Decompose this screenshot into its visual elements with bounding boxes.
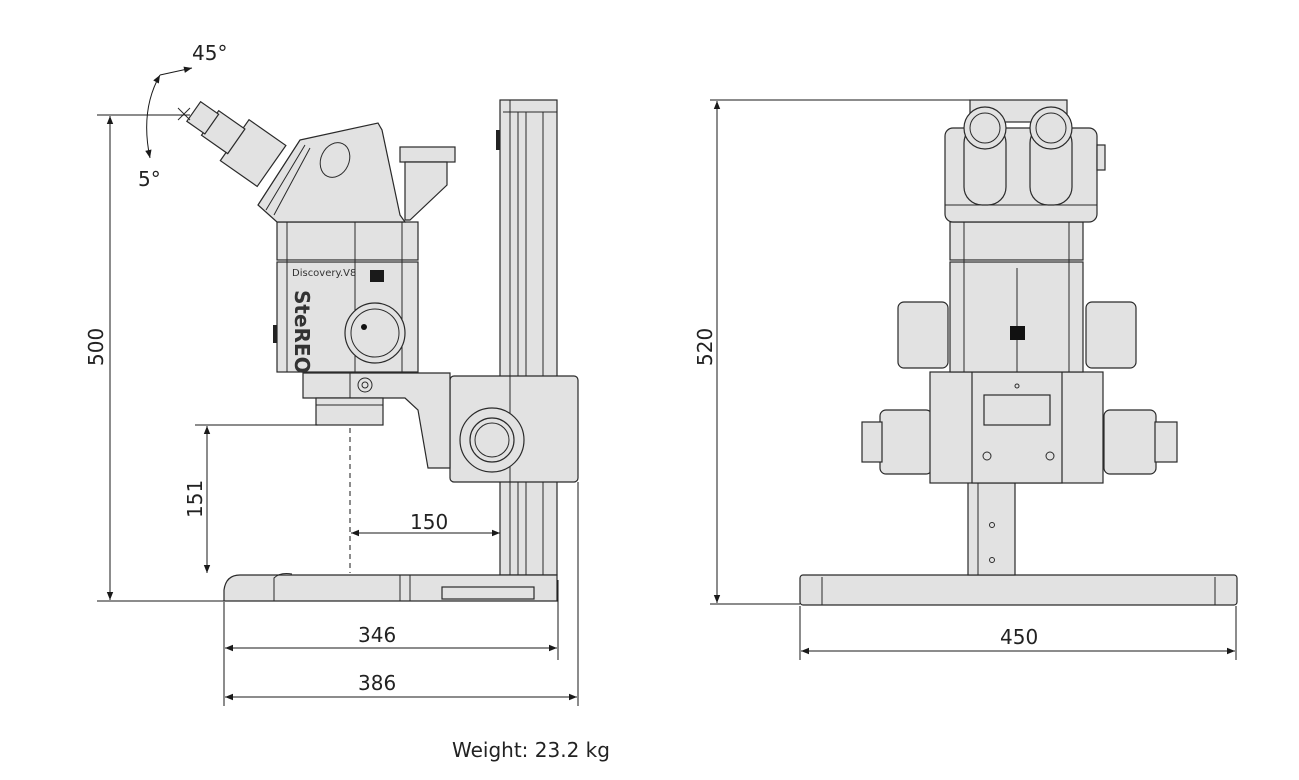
width-450-label: 450: [1000, 625, 1038, 649]
angle-min-label: 5°: [138, 167, 161, 191]
height-520-label: 520: [693, 328, 717, 366]
zoom-body-upper: [276, 221, 419, 261]
product-label: Discovery.V8: [292, 268, 356, 279]
front-view-dimensions: 520 450: [693, 99, 1237, 660]
brand-label: SteREO: [290, 290, 314, 374]
binocular-tube: [257, 122, 407, 223]
depth-346-label: 346: [358, 623, 396, 647]
zoom-knob: [344, 302, 406, 364]
objective: [315, 397, 384, 426]
depth-386-label: 386: [358, 671, 396, 695]
side-view-dimensions: 45° 5° 500 151 150 346 386: [84, 41, 579, 706]
front-base: [799, 574, 1238, 606]
front-view-microscope: [799, 99, 1238, 606]
weight-label: Weight: 23.2 kg: [452, 738, 610, 762]
side-view-microscope: Discovery.V8 SteREO: [177, 99, 579, 602]
angle-max-label: 45°: [192, 41, 227, 65]
reach-150-label: 150: [410, 510, 448, 534]
height-151-label: 151: [183, 480, 207, 518]
height-500-label: 500: [84, 328, 108, 366]
stand-column: [499, 99, 558, 576]
